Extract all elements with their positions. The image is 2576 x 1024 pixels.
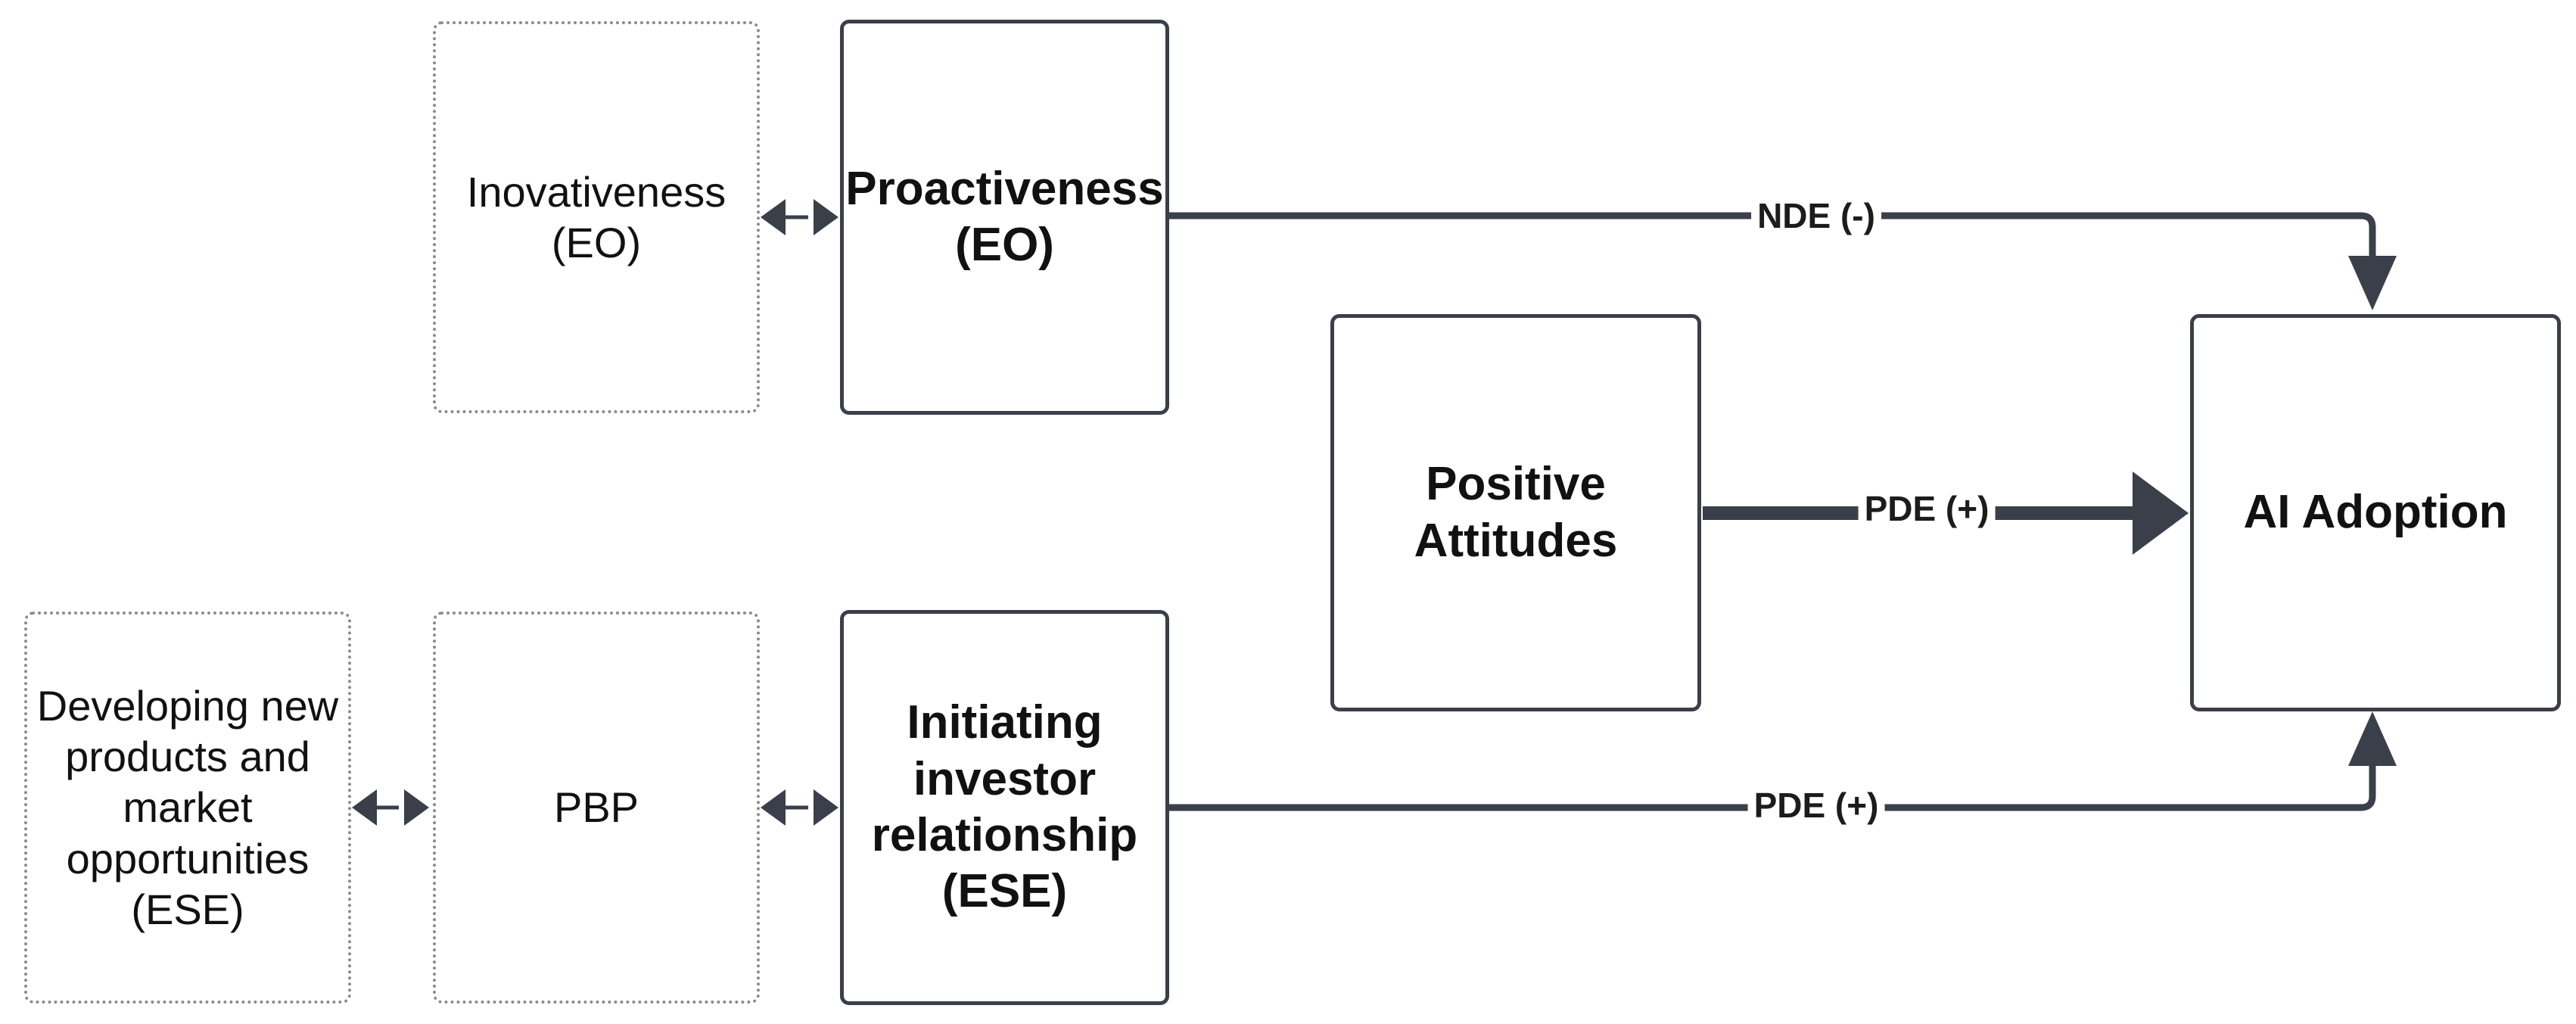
- bidirectional-arrow-developing-pbp: [352, 789, 429, 826]
- positive-attitudes-box: Positive Attitudes: [1330, 314, 1701, 711]
- proactiveness-box: Proactiveness (EO): [840, 20, 1169, 415]
- edge-label-pde-attitudes: PDE (+): [1858, 488, 1996, 529]
- innovativeness-box: Inovativeness (EO): [433, 21, 760, 413]
- edge-label-nde: NDE (-): [1751, 195, 1881, 236]
- innovativeness-label: Inovativeness (EO): [466, 167, 726, 266]
- bidirectional-arrow-innovativeness-proactiveness: [761, 199, 838, 235]
- initiating-investor-box: Initiating investor relationship (ESE): [840, 610, 1169, 1005]
- edge-proactiveness-to-ai: [1169, 212, 2397, 310]
- bidirectional-arrow-pbp-investor: [761, 789, 838, 826]
- developing-new-products-box: Developing new products and market oppor…: [24, 612, 351, 1004]
- positive-attitudes-label: Positive Attitudes: [1414, 458, 1618, 567]
- pbp-box: PBP: [433, 612, 760, 1004]
- edge-investor-to-ai: [1169, 711, 2397, 811]
- ai-adoption-label: AI Adoption: [2243, 486, 2508, 539]
- edge-label-pde-investor: PDE (+): [1747, 785, 1885, 826]
- developing-new-products-label: Developing new products and market oppor…: [36, 682, 339, 933]
- proactiveness-label: Proactiveness (EO): [845, 162, 1164, 271]
- pbp-label: PBP: [553, 783, 639, 832]
- initiating-investor-label: Initiating investor relationship (ESE): [871, 696, 1138, 918]
- ai-adoption-box: AI Adoption: [2190, 314, 2561, 711]
